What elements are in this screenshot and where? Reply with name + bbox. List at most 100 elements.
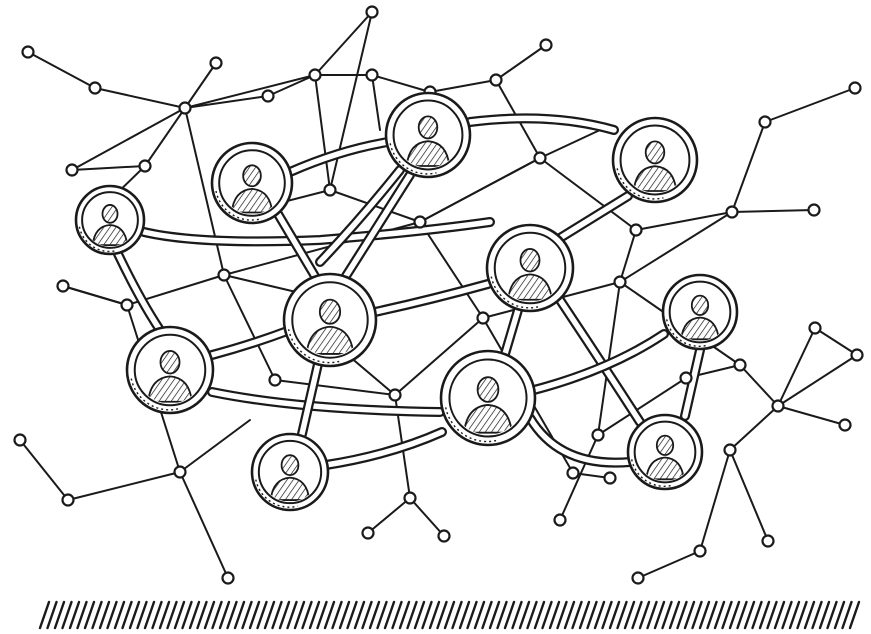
network-node <box>405 493 416 504</box>
person-avatar <box>628 415 702 489</box>
person-avatar <box>386 93 470 177</box>
network-node <box>63 495 74 506</box>
network-node <box>439 531 450 542</box>
avatar-link <box>212 330 290 355</box>
avatar-link <box>302 364 318 434</box>
web-line <box>330 12 372 190</box>
network-node <box>850 83 861 94</box>
web-line <box>410 498 444 536</box>
web-line <box>730 406 778 450</box>
network-node <box>15 435 26 446</box>
web-line <box>72 108 185 170</box>
network-node <box>67 165 78 176</box>
network-node <box>760 117 771 128</box>
network-node <box>605 473 616 484</box>
person-avatar <box>663 275 737 349</box>
person-icon <box>243 165 261 186</box>
person-icon <box>692 296 708 315</box>
network-node <box>390 390 401 401</box>
network-node <box>140 161 151 172</box>
web-line <box>638 551 700 578</box>
network-node <box>325 185 336 196</box>
avatar-link <box>212 392 440 412</box>
web-line <box>368 498 410 533</box>
web-line <box>730 450 768 541</box>
network-node <box>223 573 234 584</box>
web-line <box>28 52 95 88</box>
web-line <box>315 12 372 75</box>
avatar-link <box>144 222 490 241</box>
network-node <box>568 468 579 479</box>
network-node <box>840 420 851 431</box>
person-icon <box>102 205 117 223</box>
web-line <box>95 88 185 108</box>
web-line <box>765 88 855 122</box>
web-line <box>496 45 546 80</box>
web-line <box>740 365 778 406</box>
avatar-link <box>505 310 518 354</box>
person-avatar <box>212 143 292 223</box>
person-avatar <box>252 434 328 510</box>
network-node <box>727 207 738 218</box>
network-node <box>773 401 784 412</box>
person-icon <box>160 351 179 374</box>
network-node <box>535 153 546 164</box>
person-avatar <box>441 351 535 445</box>
network-node <box>367 70 378 81</box>
person-avatar <box>284 274 376 366</box>
web-line <box>68 472 180 500</box>
network-node <box>122 300 133 311</box>
web-line <box>372 75 430 92</box>
web-line <box>224 275 275 380</box>
network-node <box>23 47 34 58</box>
network-node <box>58 281 69 292</box>
web-line <box>180 472 228 578</box>
network-node <box>631 225 642 236</box>
network-node <box>211 58 222 69</box>
network-node <box>810 323 821 334</box>
avatar-link <box>560 300 640 422</box>
person-icon <box>646 141 665 163</box>
web-line <box>540 130 600 158</box>
network-node <box>180 103 191 114</box>
network-node <box>593 430 604 441</box>
network-node <box>175 467 186 478</box>
network-node <box>555 515 566 526</box>
network-node <box>478 313 489 324</box>
network-node <box>310 70 321 81</box>
person-icon <box>282 455 299 475</box>
network-node <box>725 445 736 456</box>
avatar-link <box>118 254 160 330</box>
network-node <box>633 573 644 584</box>
person-icon <box>320 300 340 324</box>
network-node <box>270 375 281 386</box>
network-node <box>415 217 426 228</box>
person-avatar <box>487 225 573 311</box>
web-line <box>778 406 845 425</box>
person-icon <box>478 377 499 402</box>
network-node <box>363 528 374 539</box>
web-line <box>372 75 380 130</box>
person-icon <box>419 116 438 138</box>
network-node <box>852 350 863 361</box>
network-node <box>615 277 626 288</box>
network-node <box>90 83 101 94</box>
web-line <box>700 450 730 551</box>
web-line <box>732 122 765 212</box>
web-line <box>20 440 68 500</box>
network-node <box>219 270 230 281</box>
web-line <box>275 380 395 395</box>
person-avatar <box>127 327 213 413</box>
web-line <box>732 210 814 212</box>
network-node <box>263 91 274 102</box>
avatar-link <box>290 142 388 172</box>
web-line <box>815 328 857 355</box>
network-node <box>491 75 502 86</box>
avatar-link <box>326 432 442 465</box>
network-node <box>541 40 552 51</box>
web-line <box>72 166 145 170</box>
network-node <box>809 205 820 216</box>
network-node <box>367 7 378 18</box>
network-node <box>695 546 706 557</box>
